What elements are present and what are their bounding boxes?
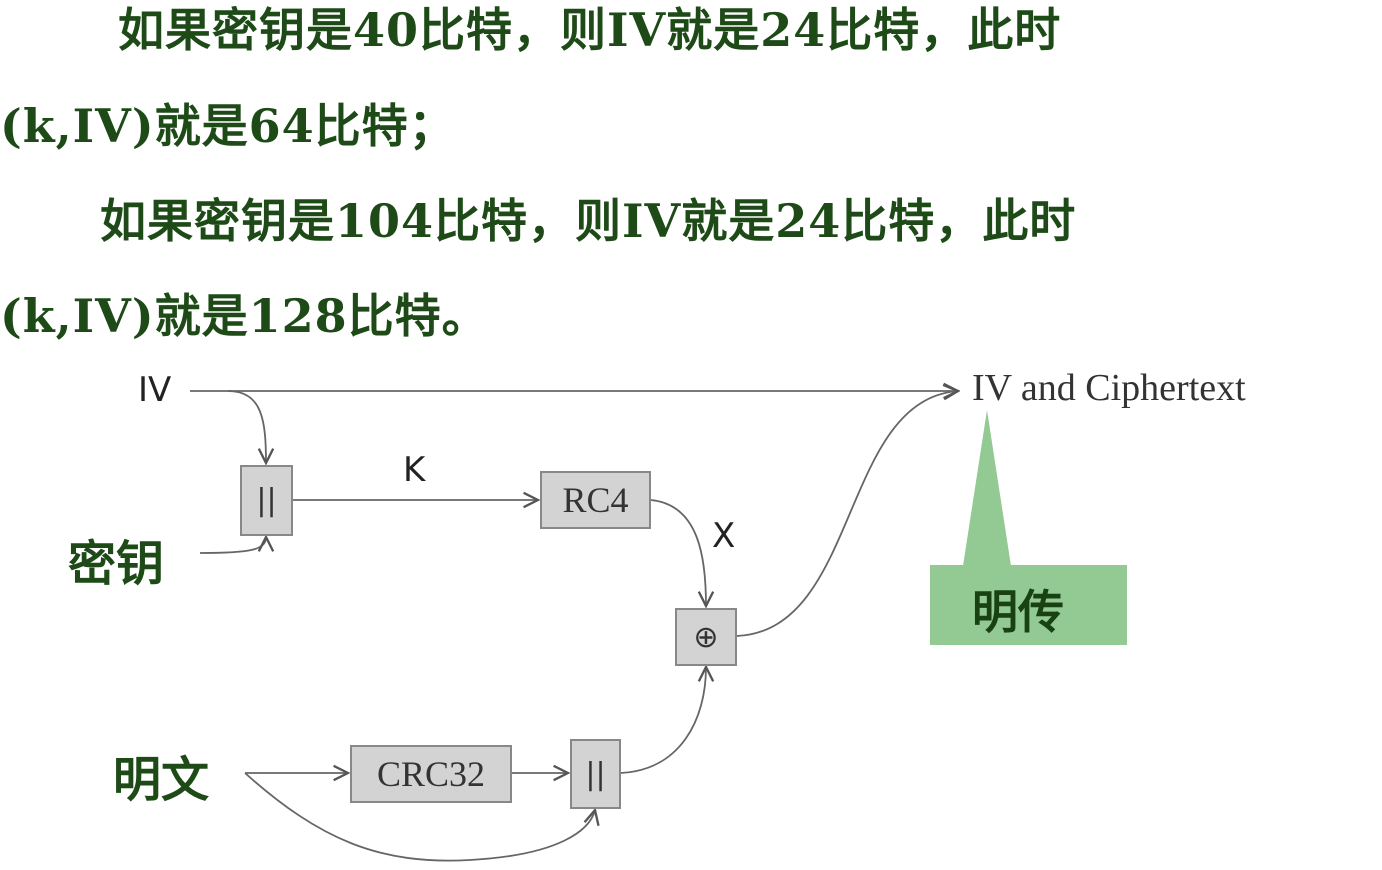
iv-label: IV xyxy=(138,370,172,410)
crc32-box: CRC32 xyxy=(350,745,512,803)
output-label: IV and Ciphertext xyxy=(972,367,1246,409)
text-line-3: 如果密钥是104比特，则IV就是24比特，此时 xyxy=(100,194,1077,248)
callout-pointer xyxy=(963,410,1011,566)
callout-box-bg xyxy=(930,565,1127,645)
text-line-1: 如果密钥是40比特，则IV就是24比特，此时 xyxy=(118,3,1062,57)
iv-to-concat-arrow xyxy=(227,390,266,463)
xor-to-output-arrow xyxy=(736,391,958,637)
key-label: 密钥 xyxy=(68,536,165,592)
xor-box: ⊕ xyxy=(675,608,737,666)
callout-label: 明传 xyxy=(972,585,1064,639)
concat-box-plaintext: || xyxy=(570,739,621,809)
text-line-2: (k,IV)就是64比特； xyxy=(0,99,456,153)
plaintext-label: 明文 xyxy=(113,752,210,808)
rc4-to-xor-arrow xyxy=(650,499,706,606)
concat-box-key: || xyxy=(240,465,293,536)
x-label: X xyxy=(712,516,736,556)
concat-to-xor-arrow xyxy=(620,667,706,774)
key-to-concat-arrow xyxy=(199,537,266,554)
k-label: K xyxy=(403,450,426,490)
rc4-box: RC4 xyxy=(540,471,651,529)
plaintext-to-concat-arrow xyxy=(244,772,595,862)
text-line-4: (k,IV)就是128比特。 xyxy=(0,289,489,343)
